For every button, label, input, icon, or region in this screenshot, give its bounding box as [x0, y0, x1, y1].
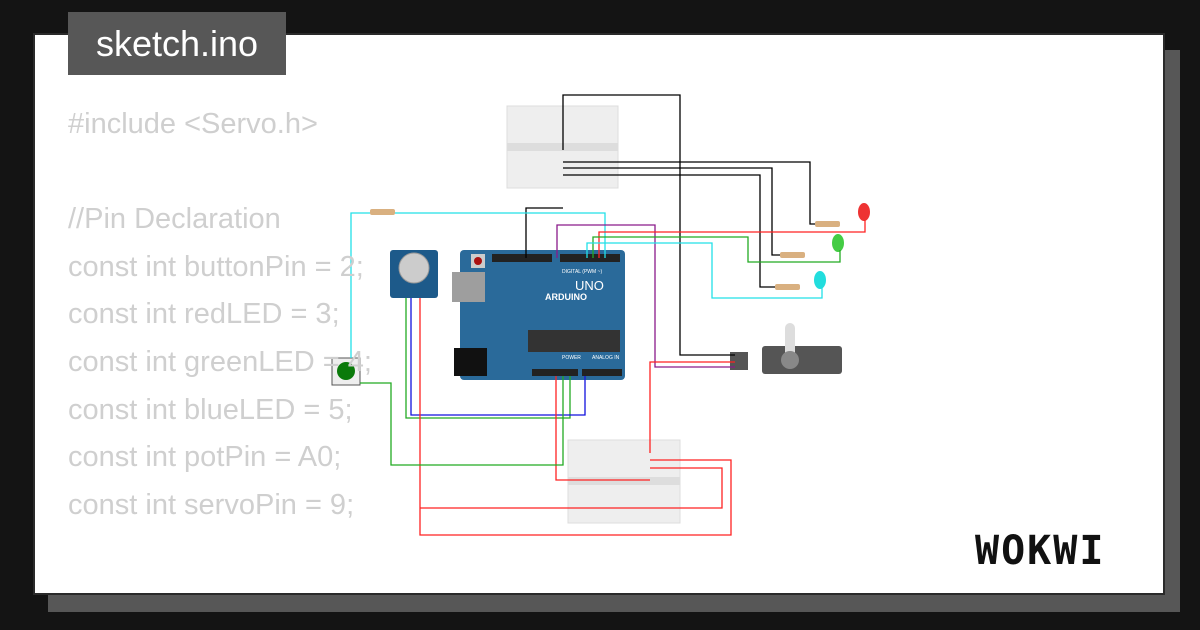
- wires: [350, 94, 866, 536]
- code-line: const int buttonPin = 2;: [68, 250, 364, 283]
- led-green: [832, 234, 844, 252]
- digital-header-label: DIGITAL (PWM ~): [562, 269, 602, 275]
- code-line: const int potPin = A0;: [68, 441, 342, 474]
- resistor-red: [815, 221, 840, 227]
- pushbutton[interactable]: [331, 357, 361, 386]
- board-model: UNO: [575, 278, 604, 293]
- code-preview: #include <Servo.h> //Pin Declaration cons…: [68, 101, 372, 529]
- code-line: const int redLED = 3;: [68, 298, 340, 331]
- resistor-green: [780, 252, 805, 258]
- code-line: const int servoPin = 9;: [68, 488, 355, 521]
- led-red: [858, 203, 870, 221]
- resistor-button: [370, 209, 395, 215]
- file-title: sketch.ino: [68, 12, 286, 75]
- code-line: const int blueLED = 5;: [68, 393, 353, 426]
- led-blue: [814, 271, 826, 289]
- code-line: #include <Servo.h>: [68, 108, 318, 140]
- wokwi-logo: WOKWI: [975, 528, 1106, 574]
- servo-motor: [730, 323, 842, 374]
- power-header-label: POWER: [562, 355, 581, 361]
- code-line: //Pin Declaration: [68, 203, 281, 236]
- arduino-uno: ARDUINO UNO DIGITAL (PWM ~) POWER ANALOG…: [452, 250, 625, 380]
- resistor-blue: [775, 284, 800, 290]
- code-line: const int greenLED = 4;: [68, 345, 372, 378]
- code-line: [68, 149, 372, 197]
- analog-header-label: ANALOG IN: [592, 355, 620, 361]
- potentiometer: [390, 250, 438, 298]
- board-brand: ARDUINO: [545, 292, 587, 302]
- breadboard-bottom: [567, 439, 681, 524]
